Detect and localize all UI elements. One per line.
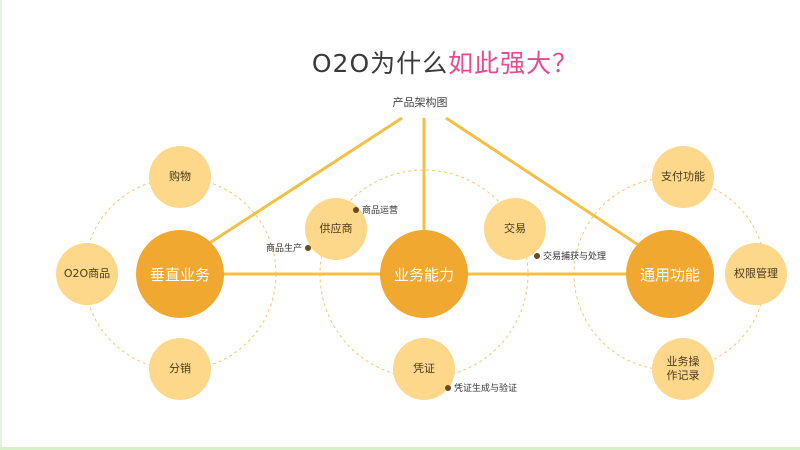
- annotation-dot: [534, 252, 540, 259]
- left-border: [0, 0, 2, 450]
- annotation-voucher-gen: 凭证生成与验证: [445, 381, 517, 394]
- node-distribution: 分销: [149, 338, 211, 400]
- node-permission: 权限管理: [725, 243, 787, 305]
- line-top-vertical: [204, 116, 403, 248]
- title-accent: 如此强大？: [448, 49, 579, 78]
- annotation-dot: [305, 244, 312, 251]
- bottom-strip: [0, 447, 800, 450]
- annotation-goods-production: 商品生产: [266, 241, 312, 254]
- node-trade: 交易: [484, 198, 546, 260]
- annotation-dot: [353, 206, 359, 213]
- line-top-general: [445, 116, 641, 248]
- annotation-text: 商品运营: [362, 206, 399, 216]
- node-general-functions: 通用功能: [626, 230, 714, 318]
- annotation-trade-capture: 交易捕获与处理: [534, 249, 606, 262]
- annotation-dot: [445, 384, 451, 391]
- node-payment: 支付功能: [652, 146, 714, 208]
- page-title: O2O为什么如此强大？: [0, 44, 800, 80]
- diagram-subtitle: 产品架构图: [392, 96, 448, 109]
- annotation-text: 凭证生成与验证: [454, 384, 518, 394]
- title-normal: O2O为什么: [311, 49, 449, 78]
- node-business-capability: 业务能力: [380, 230, 468, 318]
- node-shopping: 购物: [149, 146, 211, 208]
- annotation-goods-ops: 商品运营: [353, 203, 398, 216]
- node-o2o-goods: O2O商品: [56, 243, 118, 305]
- node-operation-log: 业务操作记录: [652, 338, 714, 400]
- annotation-text: 交易捕获与处理: [543, 252, 607, 262]
- annotation-text: 商品生产: [266, 244, 303, 254]
- node-vertical-business: 垂直业务: [136, 230, 224, 318]
- node-voucher: 凭证: [393, 338, 455, 400]
